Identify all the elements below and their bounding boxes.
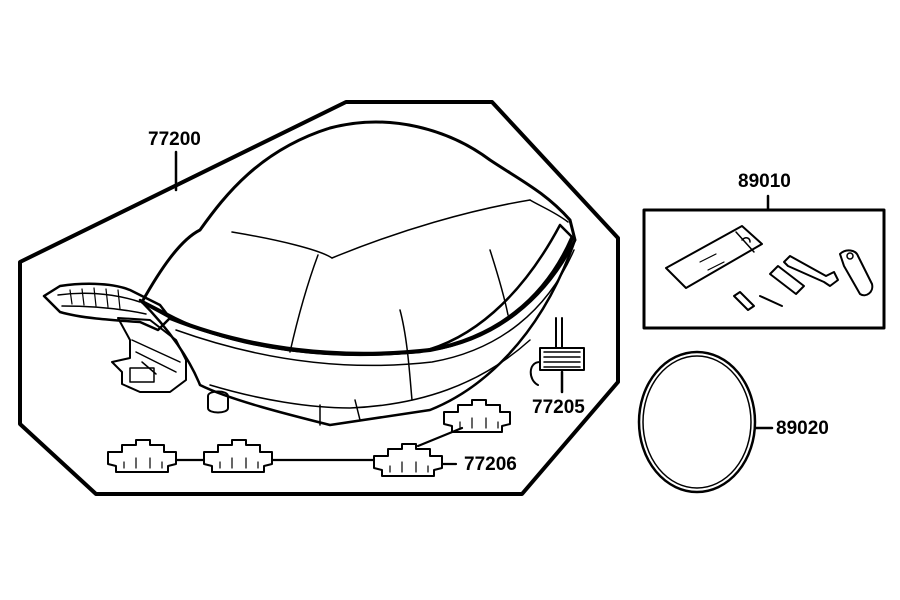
tool-bag xyxy=(665,225,763,289)
clip-4 xyxy=(443,399,511,433)
wrench xyxy=(783,255,839,287)
seat-latch-bracket xyxy=(111,317,187,393)
part-label-89020: 89020 xyxy=(776,418,829,439)
clip-1 xyxy=(107,439,177,473)
part-label-77205: 77205 xyxy=(532,397,585,418)
spring-illustration xyxy=(529,317,585,386)
seat-cushion xyxy=(140,120,577,357)
clip-2 xyxy=(203,439,273,473)
screwdriver xyxy=(759,295,783,307)
seat-rear-handle xyxy=(42,282,172,332)
socket-tube xyxy=(769,265,805,295)
leader-77206 xyxy=(174,426,464,466)
clips-illustration xyxy=(107,399,511,477)
spark-plug-wrench xyxy=(733,291,755,311)
tool-handle xyxy=(839,249,874,297)
part-label-77200: 77200 xyxy=(148,129,201,150)
part-label-77206: 77206 xyxy=(464,454,517,475)
band-ring-outer xyxy=(637,350,757,494)
seat-group-frame xyxy=(18,100,620,496)
part-label-89010: 89010 xyxy=(738,171,791,192)
band-ring-inner xyxy=(642,355,752,489)
seat-illustration xyxy=(42,120,577,427)
tool-kit-illustration xyxy=(665,225,874,311)
clip-3 xyxy=(373,443,443,477)
tool-kit-frame xyxy=(642,208,886,330)
